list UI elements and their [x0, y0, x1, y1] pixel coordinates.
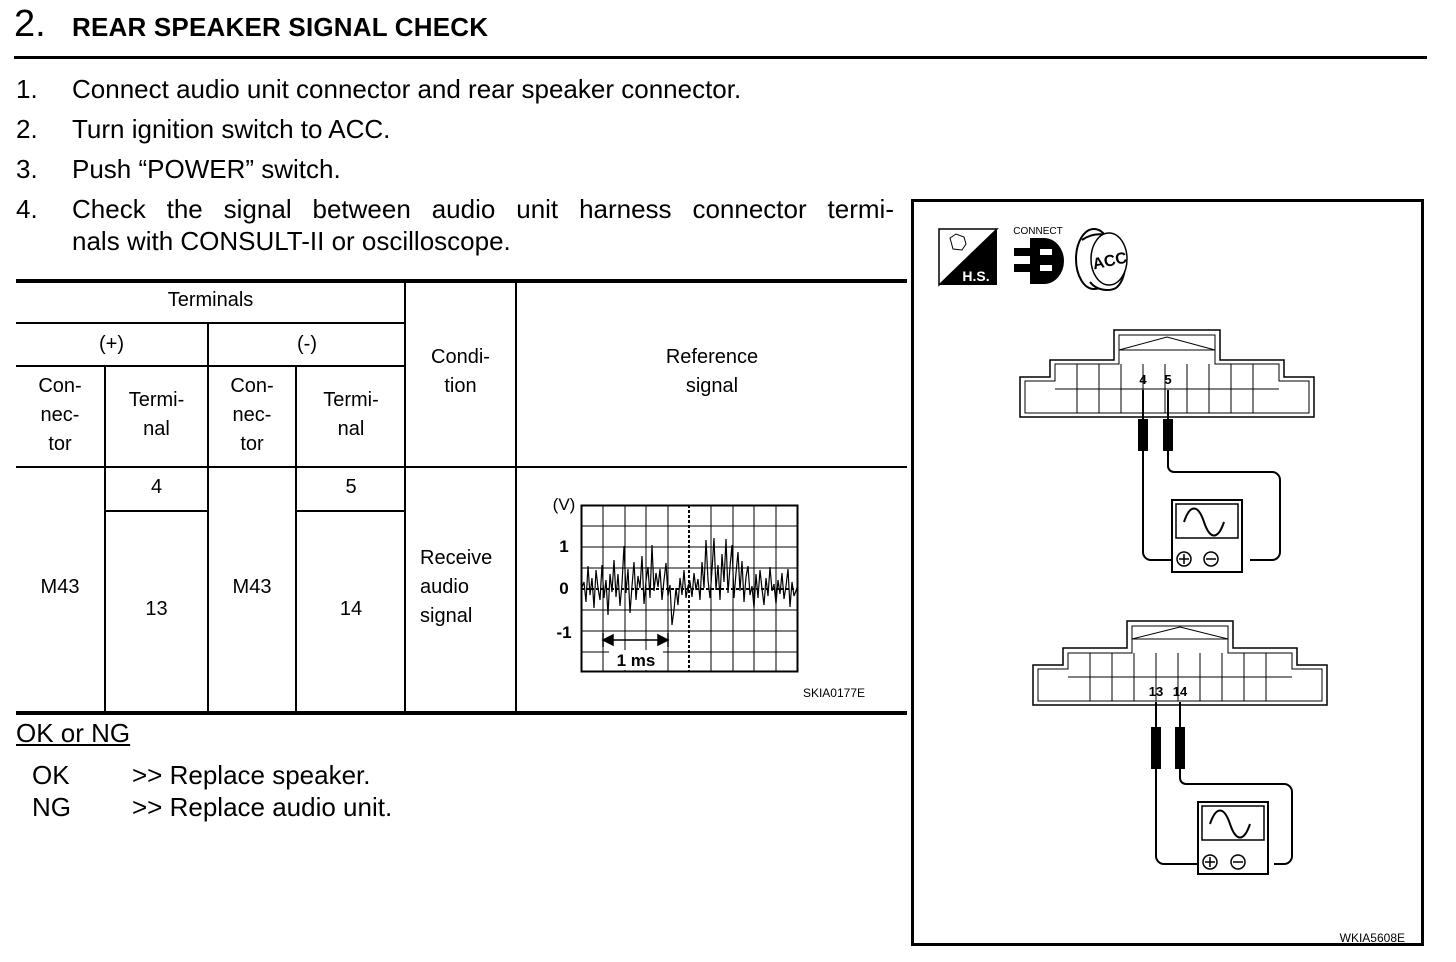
section-title: REAR SPEAKER SIGNAL CHECK	[72, 12, 489, 42]
lower-connector	[1032, 620, 1328, 706]
table-rule	[296, 510, 405, 512]
header-line: Con-	[38, 375, 82, 397]
result-label-ok: OK	[32, 760, 70, 790]
y-tick-label: 1	[559, 537, 568, 556]
acc-label: ACC	[1091, 250, 1129, 274]
header-line: nal	[337, 418, 365, 440]
instruction-text: Connect audio unit connector and rear sp…	[72, 74, 742, 104]
lower-oscilloscope	[1197, 801, 1269, 875]
minus-connector-cell: M43	[232, 576, 272, 598]
pin-label: 4	[1139, 372, 1147, 387]
plus-header: (+)	[99, 333, 124, 355]
time-scale-label: 1 ms	[617, 651, 656, 670]
result-label-ng: NG	[32, 792, 71, 822]
table-column-rule	[404, 283, 406, 713]
table-bottom-rule	[16, 711, 907, 715]
table-rule	[16, 466, 907, 468]
connector-header: Con- nec- tor	[209, 372, 295, 459]
condition-cell: Receive audio signal	[406, 544, 515, 631]
table-column-rule	[207, 324, 209, 713]
table-top-rule	[16, 279, 907, 283]
result-heading: OK or NG	[16, 718, 131, 748]
pin-label: 14	[1173, 684, 1188, 699]
header-line: Reference	[665, 346, 759, 368]
header-line: nal	[143, 418, 170, 440]
result-action-ok: >> Replace speaker.	[132, 760, 371, 790]
reference-waveform: 1 ms (V) 1 0 -1 SKIA0177E	[553, 495, 865, 700]
upper-connector	[1019, 329, 1315, 418]
pin-label: 13	[1149, 684, 1163, 699]
header-line: tor	[240, 433, 264, 455]
condition-header: Condi- tion	[406, 343, 515, 401]
connect-icon: CONNECT	[1013, 226, 1064, 284]
condition-line: Receive	[420, 547, 493, 569]
instruction-text: Check the signal between audio unit harn…	[72, 194, 894, 224]
header-line: Condi-	[431, 346, 490, 368]
plus-terminal-cell: 13	[145, 598, 168, 620]
condition-line: audio	[420, 576, 469, 598]
header-line: Termi-	[323, 389, 379, 411]
terminal-header: Termi- nal	[106, 386, 207, 444]
terminals-header: Terminals	[167, 289, 254, 311]
figure-code: WKIA5608E	[1340, 931, 1405, 943]
hs-label: H.S.	[962, 268, 989, 284]
acc-key-icon: ACC	[1075, 228, 1129, 291]
header-line: nec-	[40, 404, 80, 426]
upper-oscilloscope	[1171, 499, 1243, 573]
instruction-number: 4.	[16, 194, 38, 224]
result-action-ng: >> Replace audio unit.	[132, 792, 393, 822]
header-line: nec-	[232, 404, 272, 426]
header-line: Termi-	[128, 389, 185, 411]
title-divider	[14, 56, 1427, 59]
minus-terminal-cell: 14	[339, 598, 363, 620]
lower-probes	[1151, 702, 1293, 865]
harness-side-icon: H.S.	[938, 228, 999, 287]
plus-connector-cell: M43	[40, 576, 80, 598]
table-rule	[16, 322, 405, 324]
figure-code: SKIA0177E	[803, 686, 865, 700]
table-rule	[105, 510, 208, 512]
header-line: tor	[48, 433, 72, 455]
instruction-number: 3.	[16, 154, 38, 184]
upper-probes	[1138, 390, 1281, 561]
instruction-text: Push “POWER” switch.	[72, 154, 341, 184]
terminal-header: Termi- nal	[297, 386, 405, 444]
plus-terminal-cell: 4	[150, 476, 163, 498]
instruction-text: Turn ignition switch to ACC.	[72, 114, 391, 144]
condition-line: signal	[420, 605, 473, 627]
pin-label: 5	[1164, 372, 1171, 387]
instruction-number: 2.	[16, 114, 38, 144]
header-line: signal	[685, 375, 739, 397]
step-number: 2.	[14, 3, 46, 45]
header-line: tion	[444, 375, 477, 397]
connect-label: CONNECT	[1013, 226, 1062, 237]
table-rule	[16, 365, 405, 367]
reference-header: Reference signal	[517, 343, 907, 401]
minus-terminal-cell: 5	[345, 476, 357, 498]
table-column-rule	[515, 283, 517, 713]
voltage-unit-label: (V)	[553, 495, 576, 514]
minus-header: (-)	[297, 333, 317, 355]
wiring-diagram: H.S. CONNECT ACC	[911, 199, 1424, 946]
instruction-text-continued: nals with CONSULT-II or oscilloscope.	[72, 226, 511, 256]
y-tick-label: 0	[559, 579, 568, 598]
table-column-rule	[104, 367, 106, 713]
y-tick-label: -1	[556, 623, 571, 642]
connector-header: Con- nec- tor	[16, 372, 104, 459]
table-column-rule	[295, 367, 297, 713]
instruction-number: 1.	[16, 74, 38, 104]
header-line: Con-	[230, 375, 274, 397]
